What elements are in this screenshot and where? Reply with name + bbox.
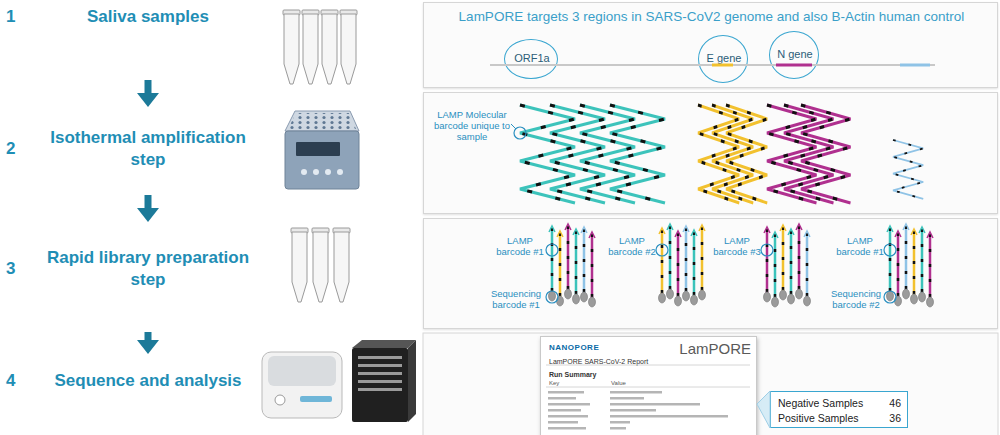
sample-tube bbox=[340, 10, 357, 84]
tube-outline bbox=[312, 228, 329, 302]
button bbox=[313, 169, 319, 175]
flow-arrow bbox=[145, 195, 152, 208]
library-tube bbox=[333, 228, 350, 302]
tube-outline bbox=[333, 228, 350, 302]
step-number: 3 bbox=[6, 258, 30, 280]
panel-title: LamPORE targets 3 regions in SARS-CoV2 g… bbox=[429, 9, 994, 25]
callout-label: LAMP barcode #2 bbox=[605, 235, 659, 257]
step-group: 1 Saliva samples bbox=[0, 0, 296, 80]
liquid bbox=[335, 272, 348, 301]
step-label: Rapid library preparation step bbox=[40, 247, 256, 291]
step-label: Isothermal amplification step bbox=[40, 127, 256, 171]
step-label: Saliva samples bbox=[40, 6, 256, 28]
summary-label: Negative Samples bbox=[778, 397, 870, 410]
gridion-slot bbox=[358, 380, 402, 383]
panel-band bbox=[423, 333, 998, 435]
gene-label: E gene bbox=[699, 52, 749, 65]
liquid bbox=[323, 44, 336, 83]
callout-label: LAMP barcode #1 bbox=[833, 235, 887, 257]
gridion-device bbox=[352, 348, 408, 422]
minion-port bbox=[275, 395, 285, 405]
report-heading: Run Summary bbox=[549, 370, 649, 379]
step-number: 4 bbox=[6, 370, 30, 392]
gene-circle: ORF1a bbox=[504, 39, 558, 79]
minion-device bbox=[262, 352, 342, 418]
tube-outline bbox=[340, 10, 357, 84]
callout-label: Sequencing barcode #2 bbox=[825, 288, 887, 310]
flow-arrow bbox=[145, 332, 152, 340]
report-title: LamPORE SARS-CoV-2 Report bbox=[549, 357, 749, 366]
library-tube bbox=[312, 228, 329, 302]
sample-tube bbox=[283, 10, 300, 84]
sample-tube bbox=[302, 10, 319, 84]
step-group: 2 Isothermal amplification step bbox=[0, 107, 296, 195]
summary-box: Negative Samples46Positive Samples36 bbox=[770, 391, 908, 428]
gene-label: ORF1a bbox=[505, 52, 559, 65]
liquid bbox=[342, 30, 355, 83]
report-brand: LamPORE bbox=[669, 340, 751, 357]
gridion-slot bbox=[358, 356, 402, 359]
gene-circle: E gene bbox=[698, 35, 748, 83]
button bbox=[325, 169, 331, 175]
step-number: 2 bbox=[6, 138, 30, 160]
tube-outline bbox=[302, 10, 319, 84]
summary-value: 46 bbox=[873, 397, 901, 410]
button bbox=[337, 169, 343, 175]
zoom-wedge bbox=[757, 391, 770, 428]
callout-label: LAMP barcode #1 bbox=[493, 235, 547, 257]
flow-arrow bbox=[145, 80, 152, 93]
gridion-top bbox=[352, 340, 416, 348]
step-number: 1 bbox=[6, 6, 30, 28]
panel-band: LAMP barcode #1 Sequencing barcode #1 LAMP… bbox=[423, 218, 998, 329]
tube-outline bbox=[291, 228, 308, 302]
minion-lid bbox=[268, 356, 336, 386]
report-logo: NANOPORE bbox=[549, 343, 629, 353]
tube-outline bbox=[283, 10, 300, 84]
gridion-slot bbox=[358, 364, 402, 367]
table-header: Value bbox=[611, 379, 651, 387]
gene-label: N gene bbox=[770, 48, 820, 61]
callout-label: LAMP barcode #3 bbox=[710, 235, 764, 257]
heat-block-display bbox=[296, 142, 340, 156]
button bbox=[301, 169, 307, 175]
heat-block-top bbox=[285, 111, 359, 131]
tube-outline bbox=[321, 10, 338, 84]
liquid bbox=[304, 36, 317, 83]
gene-circle: N gene bbox=[769, 31, 819, 79]
report-document: NANOPORE LamPORELamPORE SARS-CoV-2 Report… bbox=[540, 336, 757, 435]
liquid bbox=[285, 24, 298, 83]
sample-tube bbox=[321, 10, 338, 84]
callout-label: LAMP Molecular barcode unique to sample bbox=[431, 109, 513, 142]
gridion-slot bbox=[358, 388, 402, 391]
step-label: Sequence and analysis bbox=[40, 370, 256, 392]
callout-label: Sequencing barcode #1 bbox=[485, 288, 547, 310]
table-header: Key bbox=[549, 379, 589, 387]
summary-value: 36 bbox=[873, 412, 901, 425]
step-group: 3 Rapid library preparation step bbox=[0, 222, 296, 332]
panel-band: LAMP Molecular barcode unique to sample bbox=[423, 92, 998, 214]
gridion-side bbox=[408, 340, 416, 422]
library-tube bbox=[291, 228, 308, 302]
minion-light bbox=[300, 396, 332, 402]
heat-block-front bbox=[285, 131, 359, 189]
summary-label: Positive Samples bbox=[778, 412, 870, 425]
liquid bbox=[293, 260, 306, 301]
heat-block-wells bbox=[288, 113, 356, 129]
step-group: 4 Sequence and analysis bbox=[0, 354, 296, 414]
gridion-slot bbox=[358, 372, 402, 375]
liquid bbox=[314, 266, 327, 301]
panel-band: LamPORE targets 3 regions in SARS-CoV2 g… bbox=[423, 2, 998, 88]
